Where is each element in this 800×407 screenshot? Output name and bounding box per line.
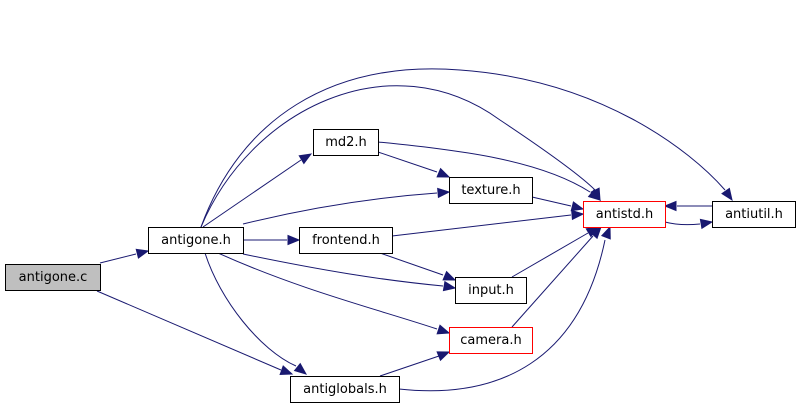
edge-arrowhead [699,218,714,230]
edge-line [217,252,438,330]
edge-md2-h-to-antistd-h [377,141,602,201]
node-frontend-h[interactable]: frontend.h [299,227,393,254]
edge-line [511,235,594,328]
node-label: antigone.c [19,270,88,285]
edge-arrowhead [437,187,451,199]
edge-line [242,253,444,287]
node-antigone-h[interactable]: antigone.h [148,227,244,254]
node-label: antigone.h [161,233,231,248]
node-camera-h[interactable]: camera.h [449,327,533,354]
edge-line [242,192,438,225]
node-box[interactable] [455,277,527,304]
edge-antiutil-h-to-antistd-h [663,200,712,212]
edge-antigone-h-to-camera-h [217,252,451,335]
edge-arrowhead [589,226,602,240]
edge-frontend-h-to-antistd-h [391,209,585,237]
node-antiutil-h[interactable]: antiutil.h [712,201,796,228]
edge-line [379,355,440,377]
edge-antigone-c-to-antiglobals-h [96,290,294,375]
edge-line [391,214,572,237]
edge-arrowhead [135,248,150,259]
edge-antigone-h-to-frontend-h [243,234,301,246]
node-box[interactable] [449,327,533,354]
edge-antiglobals-h-to-camera-h [379,351,451,377]
edge-line [200,68,726,228]
node-texture-h[interactable]: texture.h [449,177,533,204]
edge-antigone-h-to-input-h [242,253,457,292]
node-box[interactable] [449,177,533,204]
edge-arrowhead [436,351,451,362]
edge-antigone-h-to-antiglobals-h [204,252,308,375]
nodes-layer: antigone.c antigone.h md2.h texture.h antist… [5,129,796,403]
edge-line [531,196,572,207]
node-antigone-c[interactable]: antigone.c [5,264,101,291]
edge-input-h-to-antistd-h [511,226,600,278]
node-box[interactable] [148,227,244,254]
edge-arrowhead [293,362,308,375]
node-label: camera.h [460,333,521,348]
node-antiglobals-h[interactable]: antiglobals.h [290,376,400,403]
edge-line [377,151,438,173]
node-box[interactable] [313,129,379,156]
edge-camera-h-to-antistd-h [511,226,602,328]
edge-antigone-h-to-antiutil-h [200,68,733,228]
edge-arrowhead [442,280,457,292]
edge-antigone-h-to-md2-h [202,153,313,228]
edge-arrowhead [298,153,313,165]
edge-line [200,85,596,228]
node-input-h[interactable]: input.h [455,277,527,304]
edge-arrowhead [436,324,451,335]
edge-arrowhead [279,365,294,375]
edge-line [377,141,591,193]
node-antistd-h[interactable]: antistd.h [583,201,666,228]
node-label: input.h [468,283,514,298]
edge-texture-h-to-antistd-h [531,196,585,212]
edge-arrowhead [600,225,611,240]
edge-line [379,252,444,276]
edge-antistd-h-to-antiutil-h [664,218,714,230]
edge-line [99,253,137,264]
edge-antigone-h-to-antistd-h [200,85,601,228]
edges-layer [96,68,733,392]
edge-line [96,290,282,371]
edge-arrowhead [287,234,301,246]
edge-arrowhead [663,200,677,212]
node-box[interactable] [290,376,400,403]
edge-md2-h-to-texture-h [377,151,451,178]
edge-line [204,252,297,367]
edge-antiglobals-h-to-antistd-h [398,225,611,392]
edge-antigone-h-to-texture-h [242,187,451,225]
edge-line [202,159,302,228]
edge-arrowhead [571,209,585,221]
node-box[interactable] [5,264,101,291]
node-label: md2.h [325,135,367,150]
edge-line [664,221,701,226]
edge-antigone-c-to-antigone-h [99,248,150,264]
node-md2-h[interactable]: md2.h [313,129,379,156]
edge-arrowhead [442,270,457,281]
node-box[interactable] [583,201,666,228]
edge-line [398,239,606,392]
edge-arrowhead [570,201,585,212]
edge-frontend-h-to-input-h [379,252,457,281]
edge-arrowhead [436,167,451,178]
edge-line [511,232,589,278]
node-label: antiutil.h [725,207,783,222]
node-label: frontend.h [312,233,380,248]
node-label: texture.h [461,183,520,198]
node-label: antistd.h [596,207,653,222]
node-label: antiglobals.h [303,382,387,397]
node-box[interactable] [299,227,393,254]
edge-arrowhead [587,188,602,201]
node-box[interactable] [712,201,796,228]
edge-arrowhead [721,187,733,202]
